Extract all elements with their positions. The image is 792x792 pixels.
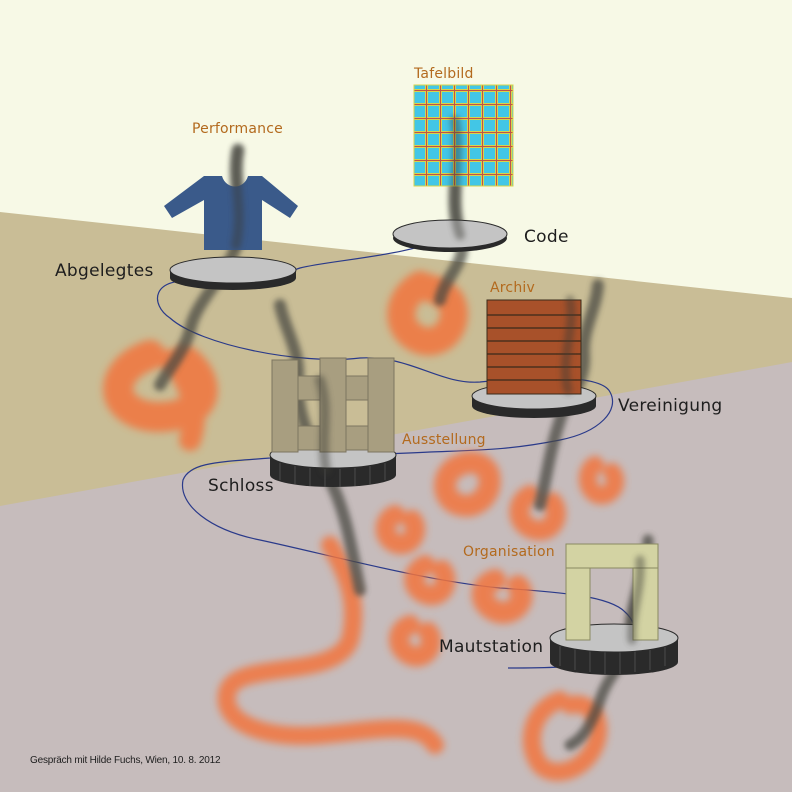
platform-abgelegtes: [169, 256, 297, 290]
label-schloss: Schloss: [208, 476, 274, 496]
connector-line: [156, 234, 636, 669]
fence-icon: [271, 357, 395, 453]
orange-paint-smudges: [103, 271, 625, 781]
label-organisation: Organisation: [463, 544, 555, 560]
label-archiv: Archiv: [490, 280, 535, 296]
label-code: Code: [524, 227, 569, 247]
platform-code: [392, 219, 508, 252]
label-tafelbild: Tafelbild: [414, 66, 474, 82]
label-mautstation: Mautstation: [439, 637, 544, 657]
smoke-overlay: [231, 115, 645, 645]
label-vereinigung: Vereinigung: [618, 396, 723, 416]
label-abgelegtes: Abgelegtes: [55, 261, 154, 281]
gate-icon: [565, 543, 659, 641]
caption-credit: Gespräch mit Hilde Fuchs, Wien, 10. 8. 2…: [30, 755, 221, 766]
label-ausstellung: Ausstellung: [402, 432, 486, 448]
plaid-board-icon: [413, 84, 514, 187]
sweater-icon: [164, 176, 298, 250]
label-performance: Performance: [192, 121, 283, 137]
